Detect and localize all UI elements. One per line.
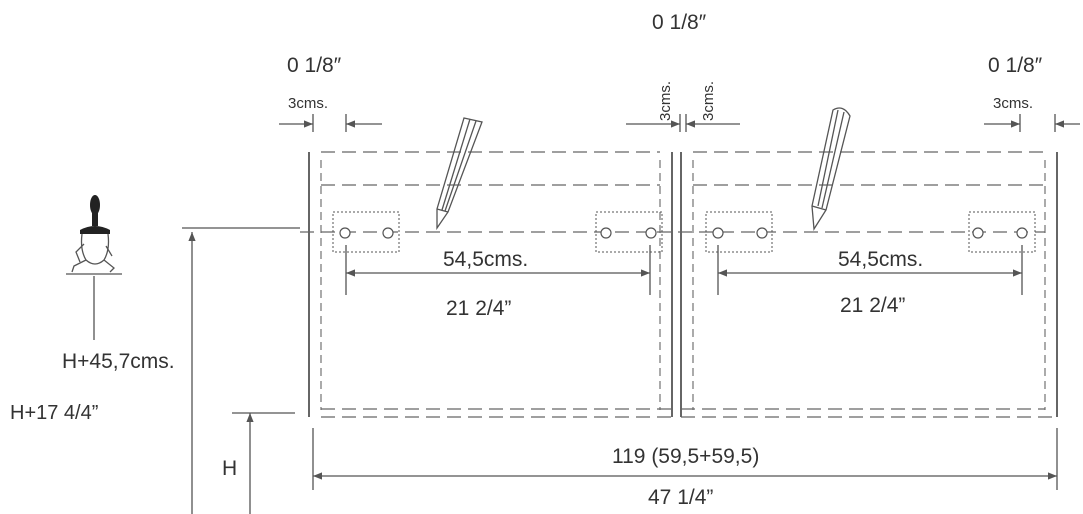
span-in-left-label: 21 2/4” [446,297,511,320]
span-cm-left-label: 54,5cms. [443,248,528,271]
cabinet-left [308,151,673,418]
cabinet-right [680,151,1058,418]
height-in-label: H+17 4/4” [10,402,98,424]
span-in-right-label: 21 2/4” [840,294,905,317]
cm-gap-center-label-a: 3cms. [657,81,674,121]
span-dimension-right [717,245,1023,295]
inch-gap-center-label: 0 1/8″ [652,11,707,34]
cm-gap-center-label-b: 3cms. [700,81,717,121]
gap-dimension-right [984,114,1080,132]
bracket-right-b [968,211,1036,253]
gap-dimension-left [279,114,382,132]
span-dimension-left [345,245,651,295]
gap-dimension-center [626,114,740,132]
height-dimension [182,227,300,514]
cm-gap-right-label: 3cms. [993,95,1033,112]
pencil-icon [811,107,851,231]
bracket-left-a [332,211,400,253]
cm-gap-left-label: 3cms. [288,95,328,112]
total-in-label: 47 1/4” [648,486,713,509]
pencil-icon [436,117,483,231]
inch-gap-right-label: 0 1/8″ [988,54,1043,77]
h-label: H [222,457,237,480]
inch-gap-left-label: 0 1/8″ [287,54,342,77]
span-cm-right-label: 54,5cms. [838,248,923,271]
bracket-right-a [705,211,773,253]
total-cm-label: 119 (59,5+59,5) [612,445,759,468]
person-at-desk-icon [66,195,122,340]
height-cm-label: H+45,7cms. [62,350,175,373]
total-width-dimension [312,428,1058,490]
bracket-left-b [595,211,663,253]
